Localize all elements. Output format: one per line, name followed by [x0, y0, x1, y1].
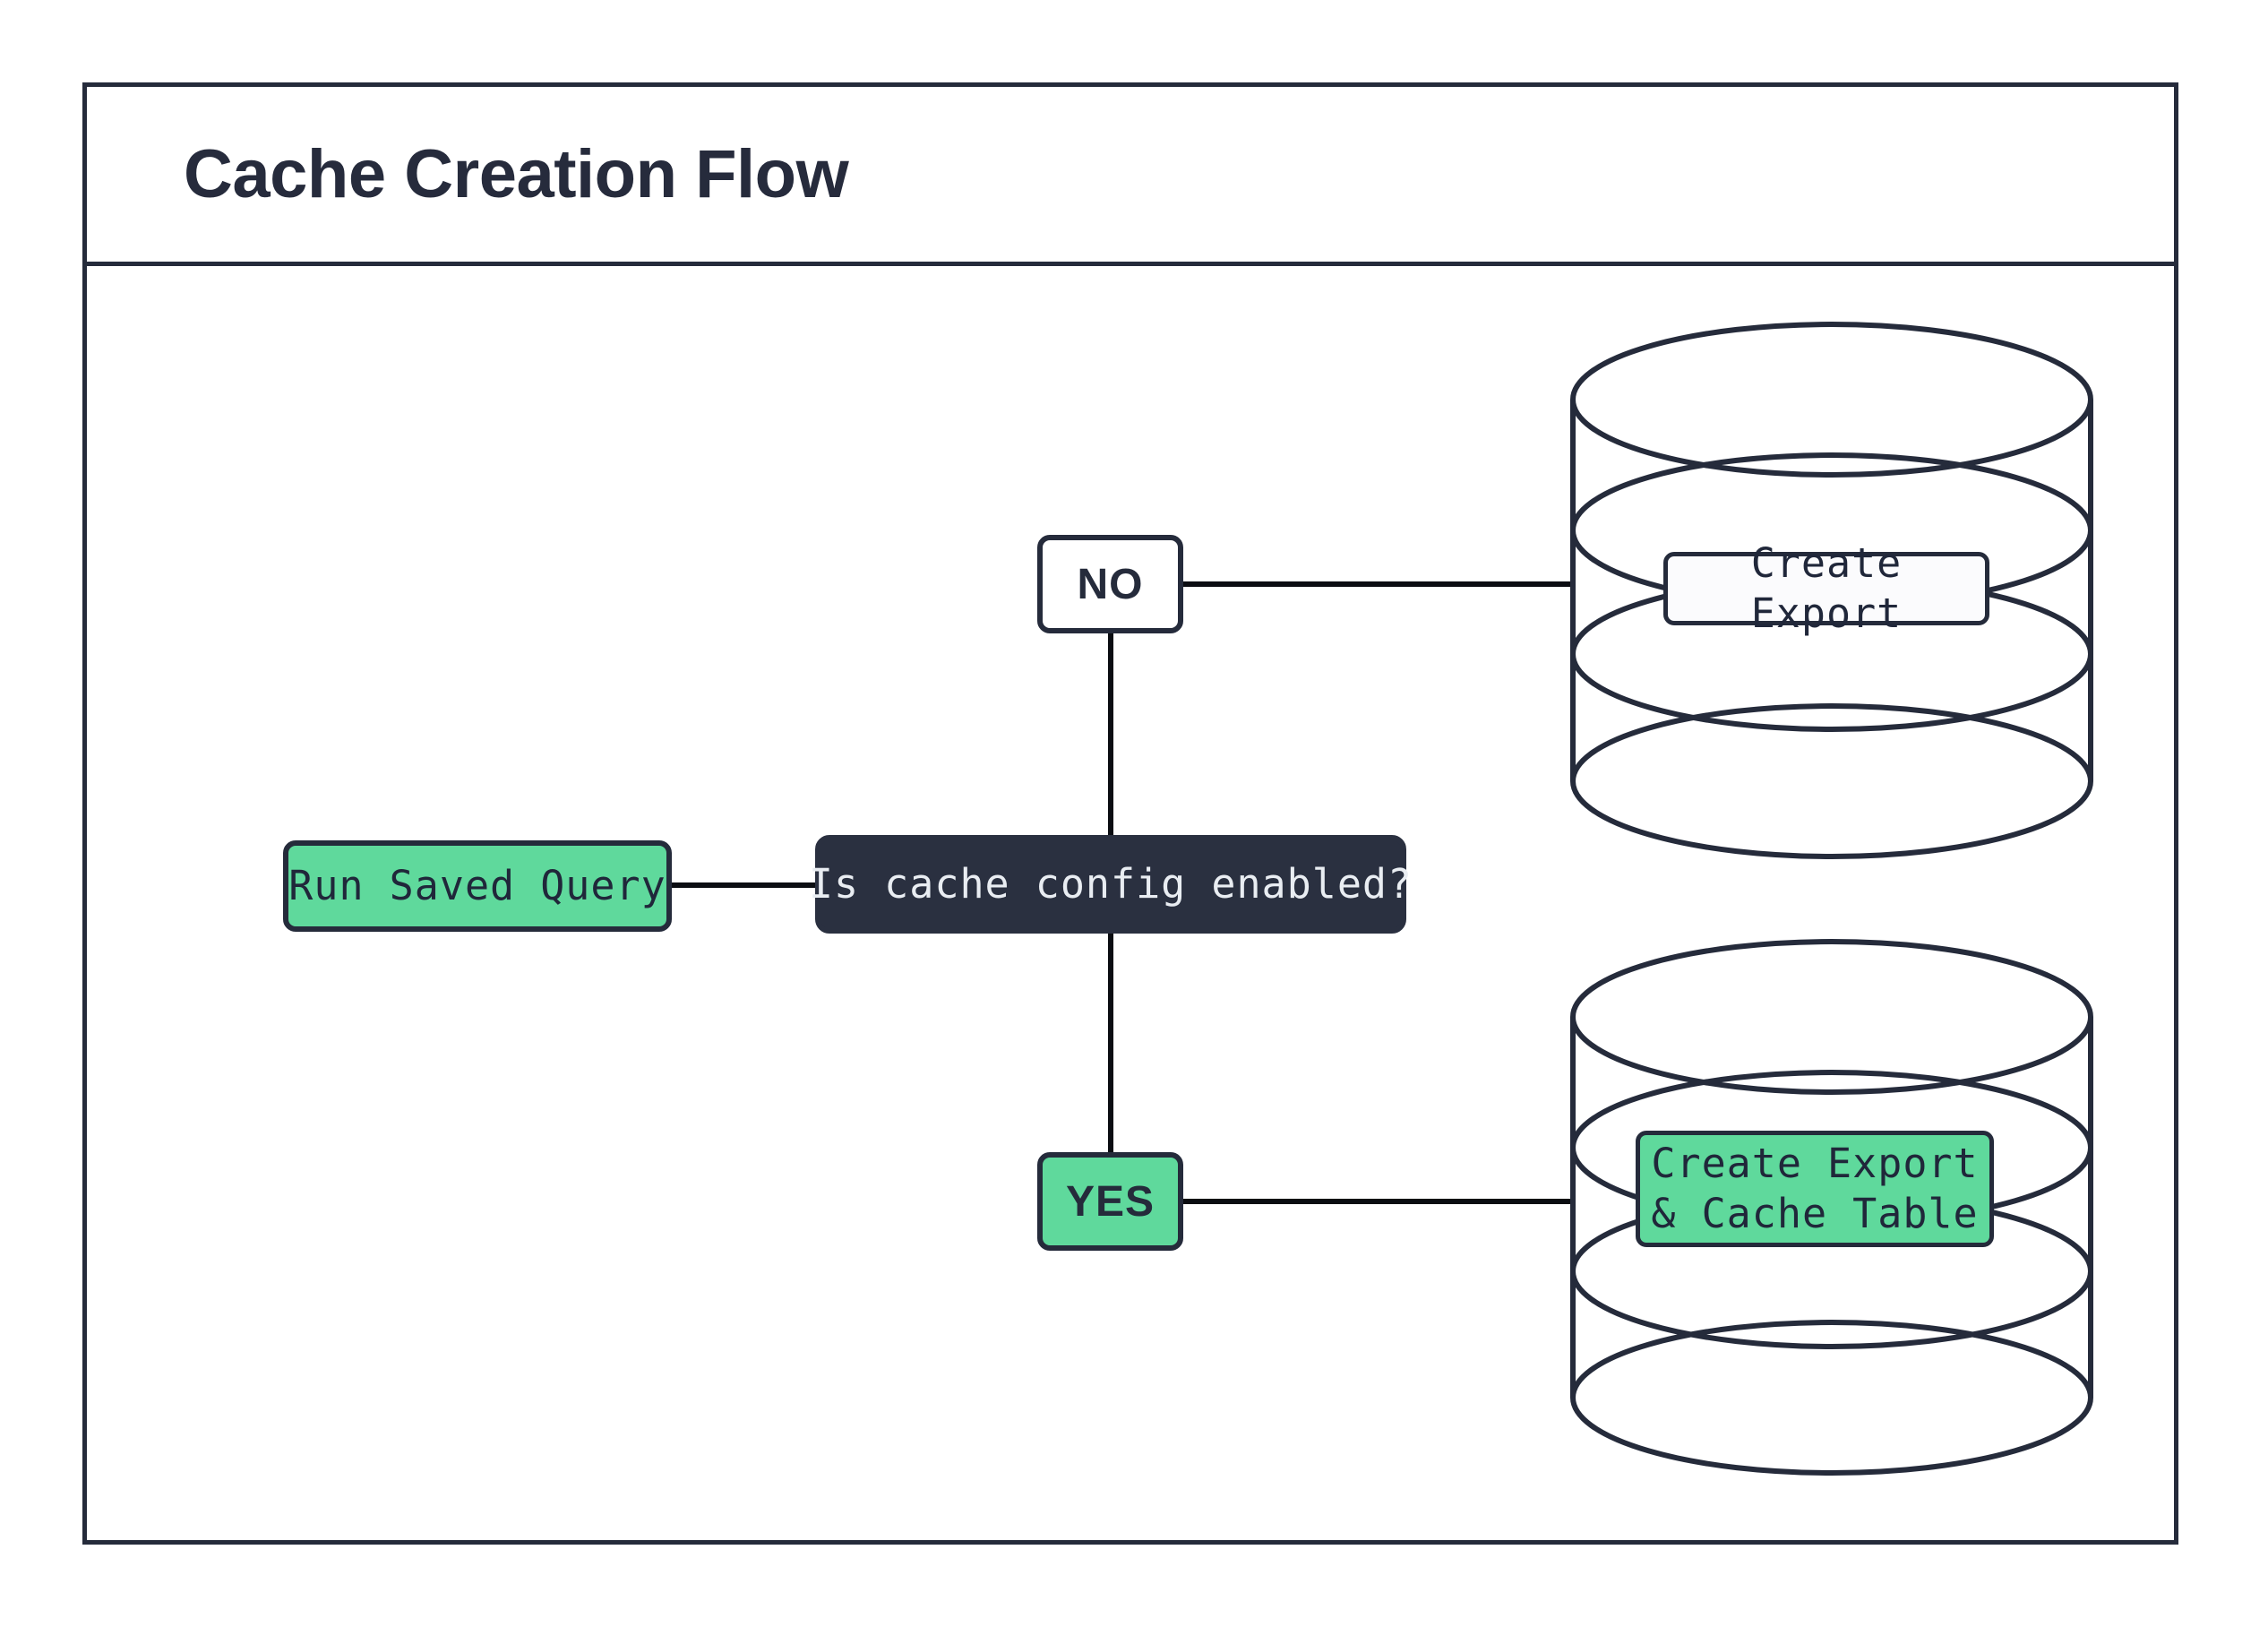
- page-title: Cache Creation Flow: [184, 135, 849, 212]
- node-label-create-export[interactable]: Create Export: [1663, 539, 1989, 637]
- node-branch-no[interactable]: NO: [1037, 535, 1183, 633]
- diagram-frame: Cache Creation Flow: [82, 82, 2178, 1545]
- node-label-create-export-cache-table[interactable]: Create Export & Cache Table: [1636, 1131, 1994, 1247]
- diagram-title-bar: Cache Creation Flow: [87, 87, 2174, 266]
- node-run-saved-query[interactable]: Run Saved Query: [283, 840, 672, 932]
- node-branch-yes[interactable]: YES: [1037, 1152, 1183, 1251]
- node-decision-is-cache-config-enabled[interactable]: Is cache config enabled?: [809, 835, 1412, 934]
